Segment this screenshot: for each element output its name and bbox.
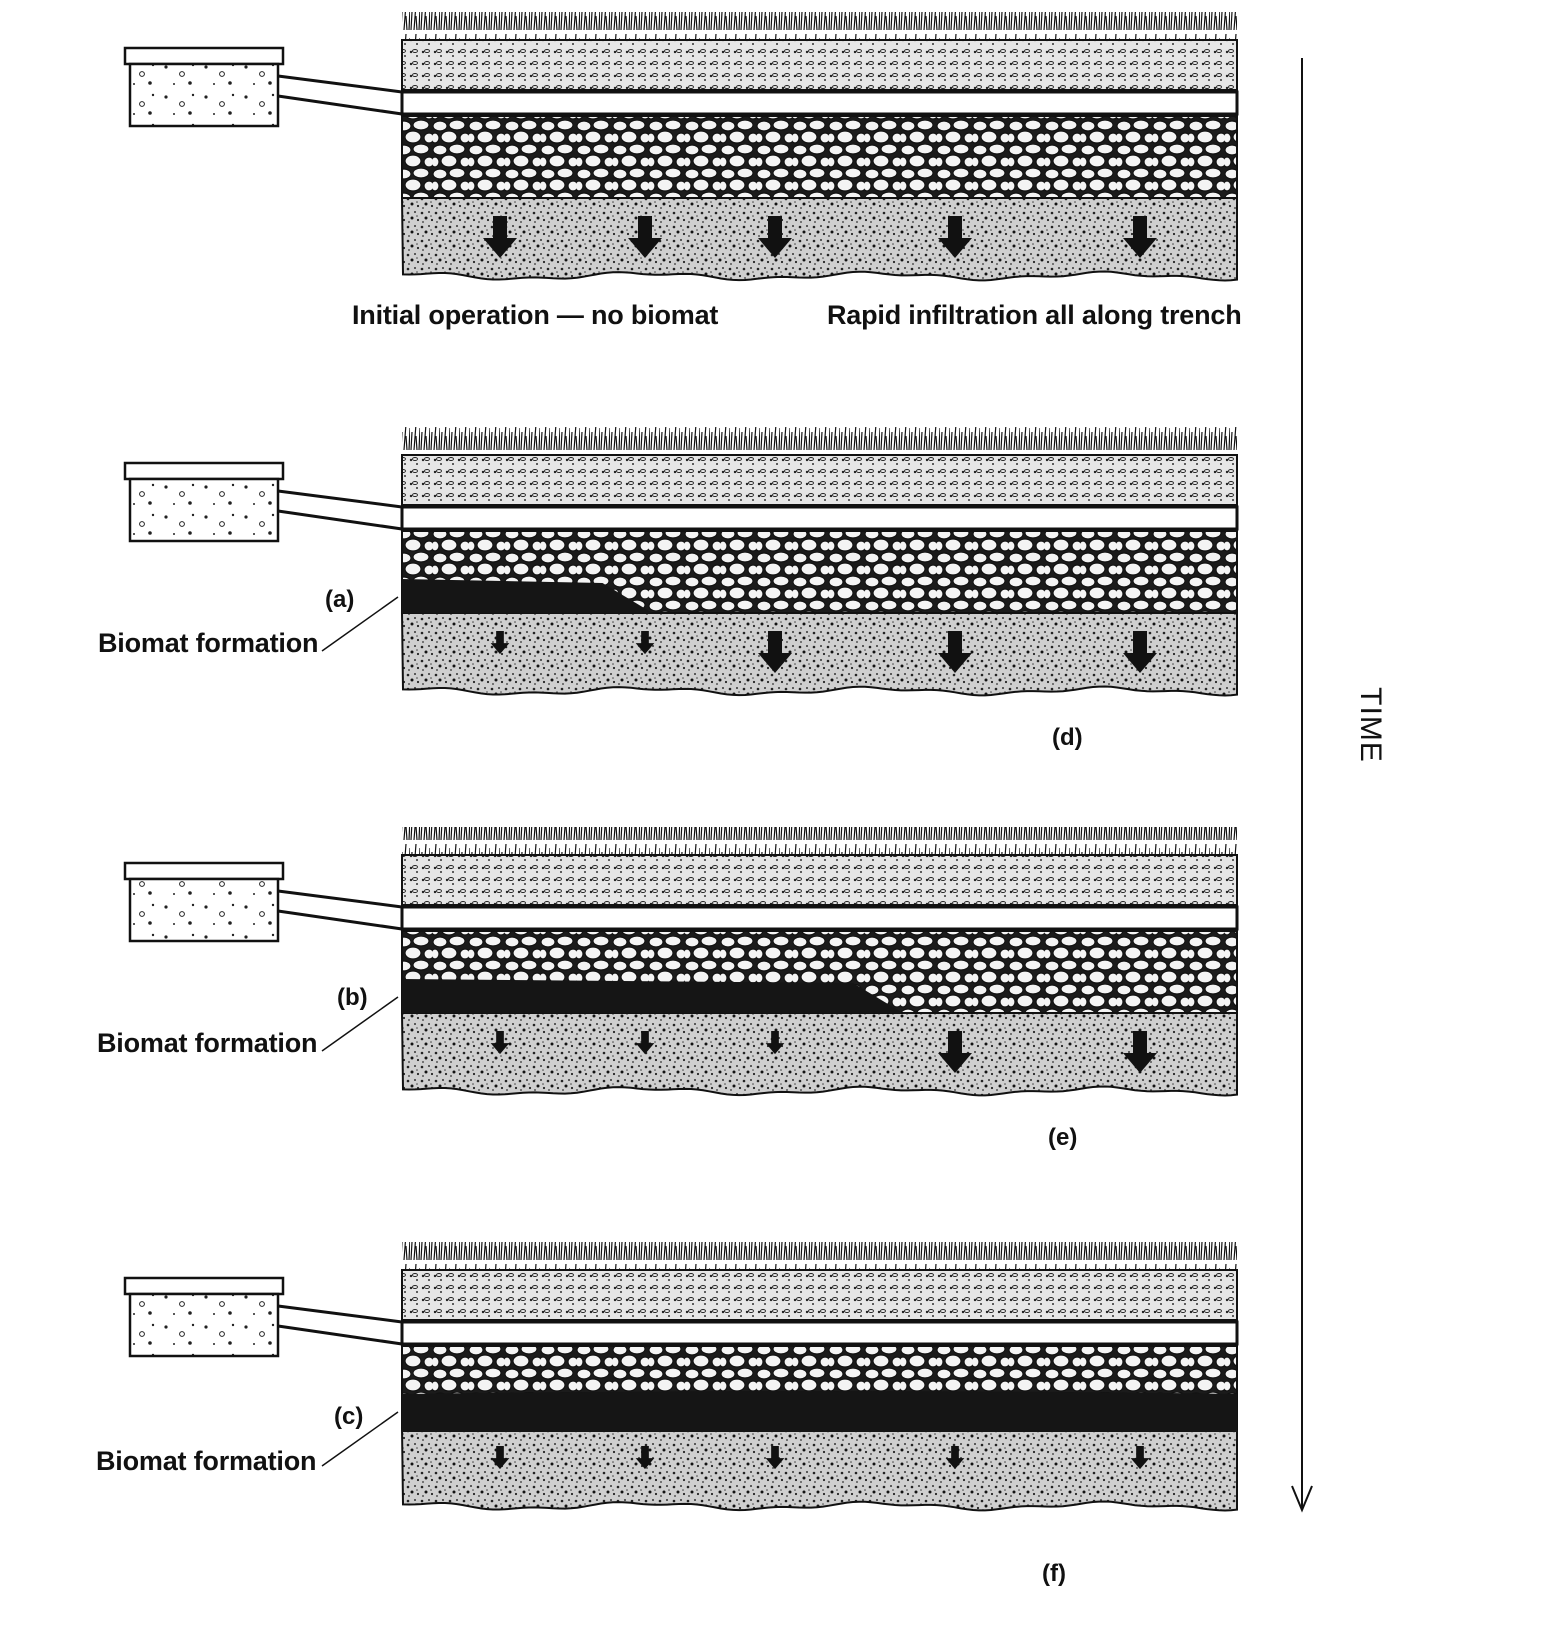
tag-b: (b) [337,984,368,1011]
trench-panel-3 [123,827,1239,1097]
infiltration-arrow [483,216,517,258]
septic-tank-lid [123,861,285,881]
infiltration-arrow [938,631,972,673]
infiltration-arrow [758,631,792,673]
biomat-layer [402,979,903,1013]
septic-tank-lid [123,46,285,66]
grass-cover [402,1242,1237,1272]
outlet-pipe [277,74,403,116]
tag-f: (f) [1042,1560,1066,1587]
distribution-pipe [400,905,1239,931]
infiltration-arrow [765,1446,785,1470]
label-biomat-formation-a: Biomat formation [98,628,319,658]
native-soil [400,1012,1238,1097]
tag-e: (e) [1048,1124,1078,1151]
biomat-layer [402,1391,1237,1432]
native-soil [400,612,1238,697]
backfill-layer [401,39,1238,91]
septic-tank [128,1292,280,1358]
infiltration-arrow [635,1446,655,1470]
outlet-pipe [277,489,403,531]
biomat-leader-line [321,596,399,652]
biomat-leader-line [321,1411,399,1467]
native-soil [400,197,1238,282]
infiltration-arrow [1130,1446,1150,1470]
label-biomat-formation-c: Biomat formation [96,1446,317,1476]
trench-panel-2 [123,427,1239,697]
septic-tank [128,877,280,943]
grass-cover [402,12,1237,42]
infiltration-arrow [635,1031,655,1055]
caption-rapid-infiltration: Rapid infiltration all along trench [827,300,1242,330]
distribution-pipe [400,1320,1239,1346]
caption-initial-operation: Initial operation — no biomat [352,300,719,330]
infiltration-arrow [635,631,655,655]
distribution-pipe [400,90,1239,116]
septic-tank-lid [123,461,285,481]
infiltration-arrow [490,1446,510,1470]
tag-a: (a) [325,586,355,613]
septic-tank [128,477,280,543]
trench-panel-1 [123,12,1239,282]
infiltration-arrow [1123,216,1157,258]
infiltration-arrow [628,216,662,258]
septic-tank [128,62,280,128]
grass-cover [402,827,1237,857]
tag-d: (d) [1052,724,1083,751]
infiltration-arrow [490,631,510,655]
infiltration-arrow [1123,631,1157,673]
infiltration-arrow [758,216,792,258]
gravel-layer [401,115,1238,199]
septic-tank-lid [123,1276,285,1296]
infiltration-arrow [945,1446,965,1470]
grass-cover [402,427,1237,457]
backfill-layer [401,454,1238,506]
infiltration-arrow [938,1031,972,1073]
backfill-layer [401,854,1238,906]
outlet-pipe [277,1304,403,1346]
distribution-pipe [400,505,1239,531]
biomat-leader-line [321,996,399,1052]
label-biomat-formation-b: Biomat formation [97,1028,318,1058]
time-label: TIME [1354,687,1387,763]
tag-c: (c) [334,1403,364,1430]
biomat-layer [402,579,653,613]
infiltration-arrow [490,1031,510,1055]
infiltration-arrow [938,216,972,258]
backfill-layer [401,1269,1238,1321]
infiltration-arrow [1123,1031,1157,1073]
outlet-pipe [277,889,403,931]
native-soil [400,1427,1238,1512]
trench-panel-4 [123,1242,1239,1512]
infiltration-arrow [765,1031,785,1055]
time-arrow [1291,58,1313,1513]
